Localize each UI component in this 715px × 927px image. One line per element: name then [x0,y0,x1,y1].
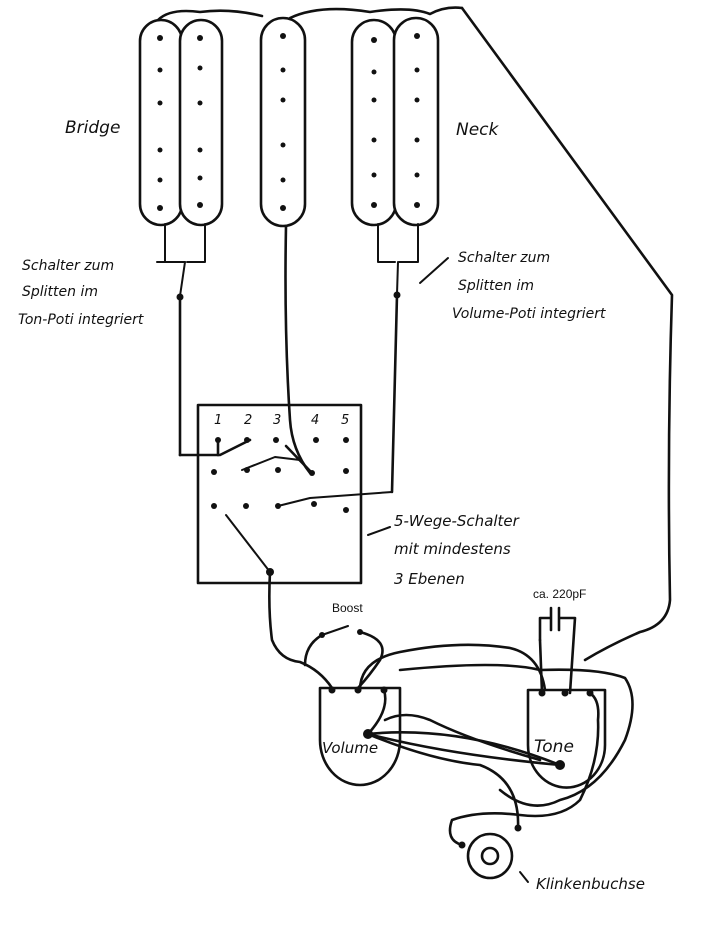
switch-pos-3: 3 [273,413,281,428]
neck-pickup [350,16,440,227]
split-bridge-line-2: Splitten im [22,284,98,300]
neck-coil-left [350,18,398,227]
ground-wire [156,6,674,662]
split-neck-line-3: Volume-Poti integriert [452,306,606,322]
pot-interconnect-wires [358,643,634,847]
tone-pot [526,688,607,789]
switch-desc-line-2: mit mindestens [394,540,511,558]
switch-desc-pointer [367,526,391,536]
volume-label: Volume [322,739,378,757]
bridge-label: Bridge [65,118,120,138]
switch-desc-line-1: 5-Wege-Schalter [394,512,520,530]
switch-pos-4: 4 [311,413,319,428]
bridge-pickup [138,18,224,227]
split-bridge-line-1: Schalter zum [22,258,114,274]
switch-pos-1: 1 [214,413,222,428]
split-neck-line-2: Splitten im [458,278,534,294]
volume-pot [318,686,402,787]
switch-desc-line-3: 3 Ebenen [394,570,465,588]
neck-pole-pieces [371,33,420,208]
neck-split-leads [377,223,419,494]
bridge-coil-right [178,18,224,227]
boost-switch [303,625,384,690]
bridge-pole-pieces [157,35,203,211]
middle-pole-pieces [280,33,286,211]
jack-label: Klinkenbuchse [536,875,645,893]
switch-output-wire [268,570,334,690]
neck-label: Neck [456,120,500,140]
bridge-coil-left [138,18,184,227]
split-neck-pointer [419,257,449,284]
capacitor-label: ca. 220pF [533,587,586,601]
middle-pickup [259,16,307,228]
five-way-switch [178,403,393,585]
switch-pos-2: 2 [244,413,252,428]
middle-pickup-lead [284,224,312,475]
capacitor [538,606,577,695]
switch-pos-5: 5 [341,413,349,428]
split-neck-line-1: Schalter zum [458,250,550,266]
split-bridge-line-3: Ton-Poti integriert [18,312,144,328]
neck-coil-right [392,16,440,227]
tone-label: Tone [534,737,574,757]
output-jack [458,824,529,883]
boost-label: Boost [332,601,363,615]
